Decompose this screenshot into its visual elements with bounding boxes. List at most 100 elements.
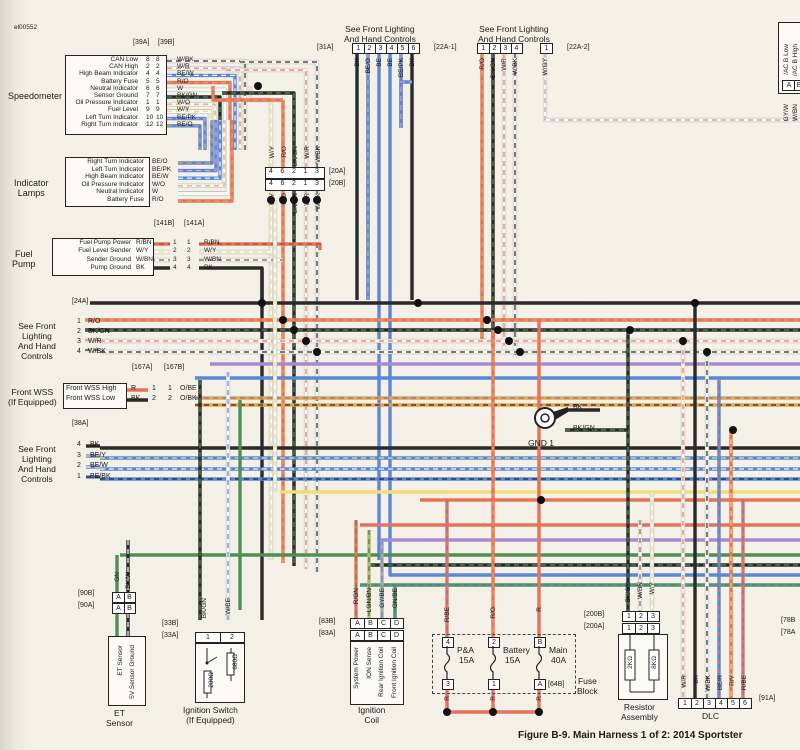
splice-dot: [537, 496, 545, 504]
conn-22a1-pinbox-pin: 1: [479, 44, 490, 53]
lamp-wire-code: R/O: [152, 196, 164, 203]
conn-20b-pin: 1: [303, 180, 308, 187]
et-wire-code: BK/W: [125, 572, 132, 589]
conn-33-pinbox-pin: 2: [230, 634, 234, 641]
lamp-row-name: Battery Fuse: [107, 196, 144, 203]
splice-dot: [279, 196, 287, 204]
fuse-top-pin: 4: [442, 637, 454, 648]
dlc-wire-code: R/Y: [729, 675, 736, 686]
conn-31a-pinbox-pin: 1: [354, 44, 365, 53]
splice-dot: [302, 196, 310, 204]
fuse-name: Battery: [503, 645, 530, 655]
speedo-wire-code: W/R: [177, 63, 190, 71]
conn-167a-label: [167A]: [132, 364, 153, 371]
speedometer-box: [65, 55, 167, 135]
fuel-pin-b: 1: [173, 239, 177, 246]
conn-39a-label: [39A]: [133, 39, 150, 46]
fl24-wire: W/BK: [88, 348, 106, 355]
conn-83b-pinbox-pin: C: [378, 619, 391, 628]
conn-39b-label: [39B]: [158, 39, 175, 46]
lamp-row-name: High Beam Indicator: [85, 173, 144, 181]
splice-dot: [302, 337, 310, 345]
resistor-symbols-icon: [624, 634, 660, 693]
fuse-bottom-pin: A: [534, 679, 546, 690]
speedo-wire: [167, 124, 202, 150]
conn-83b-pinbox-pin: B: [365, 619, 378, 628]
conn-31a-pinbox-pin: 6: [411, 45, 416, 52]
conn-20a-pin: 1: [303, 168, 308, 175]
conn-20-wire-code-top: R/O: [280, 146, 288, 158]
splice-dot: [516, 348, 524, 356]
conn-20-wire-code-bottom: W/BK: [315, 193, 322, 210]
doc-id: el00552: [14, 24, 38, 31]
conn-20a-pin: 2: [292, 168, 296, 175]
conn-20b-pin: 4: [269, 180, 273, 187]
fuel-row-name: Fuel Level Sender: [78, 247, 131, 255]
conn-200b-pinbox-pin: 1: [624, 612, 636, 621]
conn-83b-pinbox-pin: D: [393, 620, 400, 627]
fl24-wire: R/O: [88, 318, 101, 325]
speedo-pin-b: 6: [156, 84, 160, 92]
fl24-pin: 1: [77, 318, 81, 325]
fuse-block-label: Fuse Block: [577, 676, 598, 696]
conn-83b-pinbox-pin: A: [352, 619, 365, 628]
conn-20-wire-code-top: W/R: [303, 146, 311, 159]
speedo-wire: [167, 109, 213, 150]
conn-31a-pinbox-pin: 3: [376, 44, 387, 53]
fuse-amps: 40A: [551, 655, 567, 665]
fuel-wire-out: W/Y: [204, 247, 217, 255]
conn-83a-label: [83A]: [319, 630, 336, 637]
coil-pin-text: Rear Ignition Coil: [378, 647, 385, 697]
conn-20a-pin: 3: [315, 168, 319, 175]
conn-22a1-label: [22A-1]: [434, 44, 457, 51]
fuel-wire-out: BK: [204, 263, 213, 271]
fuel-wire-out: R/BN: [204, 239, 220, 246]
conn-78a-label: [78A: [781, 629, 796, 636]
coil-wire-code: GN/BE: [392, 588, 399, 609]
fuel-row-name: Fuel Pump Power: [79, 239, 131, 246]
speedo-row-name: Sensor Ground: [93, 92, 138, 99]
speedo-pin-b: 12: [156, 120, 164, 128]
lamp-row-name: Right Turn Indicator: [87, 158, 144, 165]
conn-31a-pinbox-pin: 2: [365, 44, 376, 53]
fuse-block-outline: [432, 634, 576, 694]
speedo-pin-b: 8: [156, 56, 160, 63]
ignition-res-b: 680Ω: [232, 654, 239, 670]
lamp-wire-code: W: [152, 188, 159, 196]
lamp-wire-code: BE/O: [152, 158, 168, 165]
splice-dot: [483, 316, 491, 324]
conn-22a-title: See Front Lighting And Hand Controls: [478, 24, 550, 44]
dlc-pinbox-pin: 6: [743, 700, 747, 707]
ignition-coil-label: Ignition Coil: [358, 705, 386, 725]
coil-wire-code: GY/BE: [379, 588, 386, 608]
speedo-wire-code: W/Y: [177, 106, 190, 114]
pk-loop: [399, 80, 412, 128]
conn-20-wire-code-bottom: W/Y: [269, 193, 276, 206]
lamp-row-name: Oil Pressure Indicator: [81, 180, 145, 188]
front-lighting-24a-label: See Front Lighting And Hand Controls: [18, 321, 56, 361]
conn-200b-pinbox-pin: 2: [636, 612, 648, 621]
dlc-pinbox-pin: 3: [704, 699, 716, 708]
wss-pin-a: 1: [152, 385, 156, 392]
ignition-switch-label: Ignition Switch (If Equipped): [183, 705, 238, 725]
speedo-wire-code: W/O: [177, 99, 190, 107]
speedo-pin-b: 5: [156, 77, 160, 85]
conn-22a1-wire-code: BK/GN: [490, 58, 497, 79]
conn-22a2-pinbox: 1: [540, 43, 553, 54]
fuel-pin-b: 4: [173, 263, 177, 271]
splice-dot: [703, 348, 711, 356]
speedo-row-name: Right Turn Indicator: [81, 120, 138, 128]
edge-connector-box: [778, 22, 800, 94]
can-high-feed: [226, 67, 309, 100]
speedo-row-name: CAN High: [109, 63, 138, 71]
ignition-switch-box: [195, 643, 245, 703]
fl38-pin: 4: [77, 441, 81, 448]
speedo-row-name: Left Turn Indicator: [85, 113, 138, 121]
conn-22a1-wire-code: R/O: [479, 58, 486, 70]
conn-90b-pinbox-pin: B: [127, 594, 132, 601]
lamp-wire-code: BE/W: [152, 173, 169, 181]
fuel-pin-a: 3: [187, 255, 191, 263]
